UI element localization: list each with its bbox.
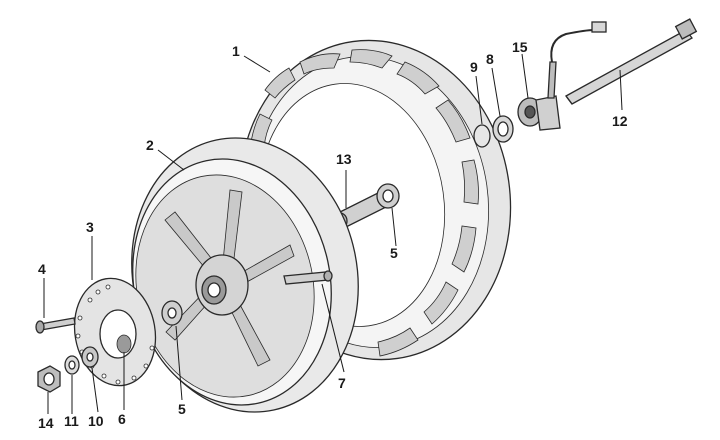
callout-1: 1: [232, 43, 240, 59]
speedometer-drive: [517, 21, 607, 131]
wheel-axle: [565, 18, 698, 105]
upper-bearing: [376, 183, 400, 209]
callout-7: 7: [338, 375, 346, 391]
wheel-rim: [131, 137, 359, 413]
callout-3: 3: [86, 219, 94, 235]
callout-6: 6: [118, 411, 126, 427]
valve-stem: [283, 270, 333, 285]
callout-4: 4: [38, 261, 46, 277]
callout-5-lower: 5: [178, 401, 186, 417]
washer: [64, 355, 80, 375]
oil-seal: [473, 124, 491, 148]
callout-labels: 1 2 3 4 5 5 6 7 8 9 10 11 12 13 14 15: [38, 39, 628, 431]
callout-14: 14: [38, 415, 54, 431]
disc-bolt: [35, 317, 76, 334]
lower-bearing: [161, 300, 183, 326]
callout-15: 15: [512, 39, 528, 55]
callout-5-upper: 5: [390, 245, 398, 261]
spacer-ring: [81, 346, 99, 368]
leader-lines: [43, 53, 623, 414]
callout-8: 8: [486, 51, 494, 67]
axle-nut: [37, 365, 61, 393]
callout-9: 9: [470, 59, 478, 75]
retaining-ring: [492, 115, 514, 143]
callout-2: 2: [146, 137, 154, 153]
callout-11: 11: [64, 413, 79, 429]
callout-10: 10: [88, 413, 104, 429]
callout-13: 13: [336, 151, 352, 167]
callout-12: 12: [612, 113, 628, 129]
